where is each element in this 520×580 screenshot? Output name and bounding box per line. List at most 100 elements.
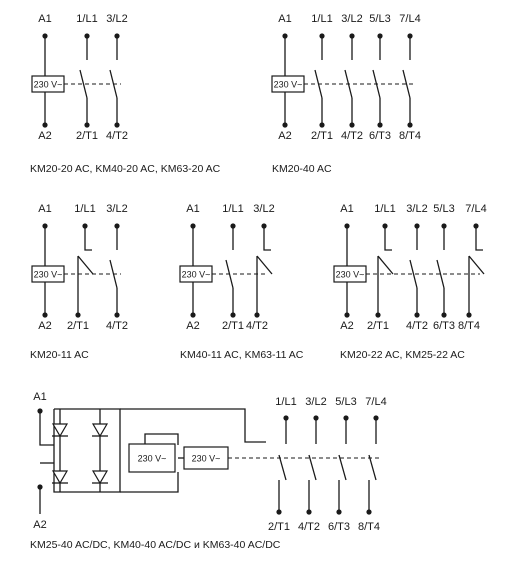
terminal-dot xyxy=(42,122,48,128)
terminal-label: 3/L2 xyxy=(305,396,326,408)
caption-d4: KM40-11 AC, KM63-11 AC xyxy=(180,349,304,361)
coil-voltage-label: 230 V~ xyxy=(192,454,221,464)
terminal-dot xyxy=(114,312,120,318)
terminal-label: 1/L1 xyxy=(222,203,243,215)
terminal-label-a1: A1 xyxy=(340,203,353,215)
contact-blade-nc xyxy=(77,255,94,275)
contact-blade xyxy=(436,259,445,289)
terminal-dot xyxy=(349,122,355,128)
contact-blade xyxy=(338,454,347,481)
terminal-dot xyxy=(230,312,236,318)
terminal-label-a1: A1 xyxy=(33,391,46,403)
terminal-dot xyxy=(42,312,48,318)
coil-voltage-label: 230 V~ xyxy=(138,454,167,464)
dc-wire-bottom xyxy=(120,472,179,493)
terminal-label: 1/L1 xyxy=(74,203,95,215)
contact-stub-nc xyxy=(384,226,392,251)
terminal-label: 1/L1 xyxy=(76,13,97,25)
terminal-label: 4/T2 xyxy=(106,320,128,332)
contact-blade-nc xyxy=(468,255,485,275)
diode xyxy=(91,423,109,438)
terminal-label: 8/T4 xyxy=(458,320,480,332)
terminal-label: 1/L1 xyxy=(275,396,296,408)
terminal-label: 8/T4 xyxy=(399,130,421,142)
terminal-label-a1: A1 xyxy=(278,13,291,25)
coil-voltage-label: 230 V~ xyxy=(274,80,303,90)
terminal-label: 4/T2 xyxy=(298,521,320,533)
coil-box xyxy=(128,443,176,473)
coil-feed xyxy=(144,433,179,445)
contact-blade xyxy=(368,454,377,481)
terminal-label-a1: A1 xyxy=(38,203,51,215)
terminal-dot xyxy=(466,312,472,318)
contact-blade xyxy=(278,454,287,481)
terminal-label: 6/T3 xyxy=(328,521,350,533)
coil-voltage-label: 230 V~ xyxy=(182,270,211,280)
terminal-dot xyxy=(366,509,372,515)
terminal-label: 2/T1 xyxy=(222,320,244,332)
contact-blade-nc xyxy=(256,255,273,275)
terminal-label-a2: A2 xyxy=(33,519,46,531)
bridge-frame xyxy=(53,408,121,493)
caption-d5: KM20-22 AC, KM25-22 AC xyxy=(340,349,465,361)
caption-d2: KM20-40 AC xyxy=(272,163,332,175)
terminal-label: 2/T1 xyxy=(76,130,98,142)
caption-d3: KM20-11 AC xyxy=(30,349,89,361)
terminal-dot xyxy=(114,122,120,128)
coil-voltage-label: 230 V~ xyxy=(34,80,63,90)
dc-wire-top xyxy=(120,408,266,443)
terminal-dot xyxy=(344,312,350,318)
terminal-label: 2/T1 xyxy=(311,130,333,142)
caption-d1: KM20-20 AC, KM40-20 AC, KM63-20 AC xyxy=(30,163,221,175)
terminal-label: 5/L3 xyxy=(335,396,356,408)
terminal-dot xyxy=(254,312,260,318)
terminal-dot xyxy=(319,122,325,128)
terminal-dot xyxy=(84,122,90,128)
diode xyxy=(91,470,109,485)
terminal-dot xyxy=(414,312,420,318)
contact-blade xyxy=(79,69,88,99)
terminal-dot xyxy=(190,312,196,318)
terminal-label: 5/L3 xyxy=(433,203,454,215)
terminal-label-a2: A2 xyxy=(278,130,291,142)
terminal-label: 2/T1 xyxy=(268,521,290,533)
terminal-dot xyxy=(282,122,288,128)
terminal-label: 7/L4 xyxy=(365,396,386,408)
terminal-label: 2/T1 xyxy=(367,320,389,332)
terminal-label: 4/T2 xyxy=(341,130,363,142)
contact-blade xyxy=(308,454,317,481)
terminal-label: 6/T3 xyxy=(369,130,391,142)
terminal-label-a2: A2 xyxy=(340,320,353,332)
contact-blade xyxy=(409,259,418,289)
contact-blade-nc xyxy=(377,255,394,275)
terminal-dot xyxy=(407,122,413,128)
terminal-label-a2: A2 xyxy=(38,130,51,142)
terminal-dot xyxy=(375,312,381,318)
terminal-label-a2: A2 xyxy=(186,320,199,332)
terminal-label: 3/L2 xyxy=(341,13,362,25)
coil-voltage-label: 230 V~ xyxy=(34,270,63,280)
input-wire-a1 xyxy=(39,411,54,446)
terminal-dot xyxy=(75,312,81,318)
terminal-dot xyxy=(276,509,282,515)
contact-stub-nc xyxy=(475,226,483,251)
coil-voltage-label: 230 V~ xyxy=(336,270,365,280)
terminal-dot xyxy=(441,312,447,318)
terminal-label: 7/L4 xyxy=(465,203,486,215)
terminal-label: 2/T1 xyxy=(67,320,89,332)
terminal-label: 1/L1 xyxy=(311,13,332,25)
terminal-label-a2: A2 xyxy=(38,320,51,332)
terminal-label: 3/L2 xyxy=(406,203,427,215)
terminal-label: 4/T2 xyxy=(406,320,428,332)
terminal-label: 1/L1 xyxy=(374,203,395,215)
terminal-label-a1: A1 xyxy=(186,203,199,215)
terminal-label-a1: A1 xyxy=(38,13,51,25)
terminal-dot xyxy=(336,509,342,515)
terminal-label: 4/T2 xyxy=(106,130,128,142)
